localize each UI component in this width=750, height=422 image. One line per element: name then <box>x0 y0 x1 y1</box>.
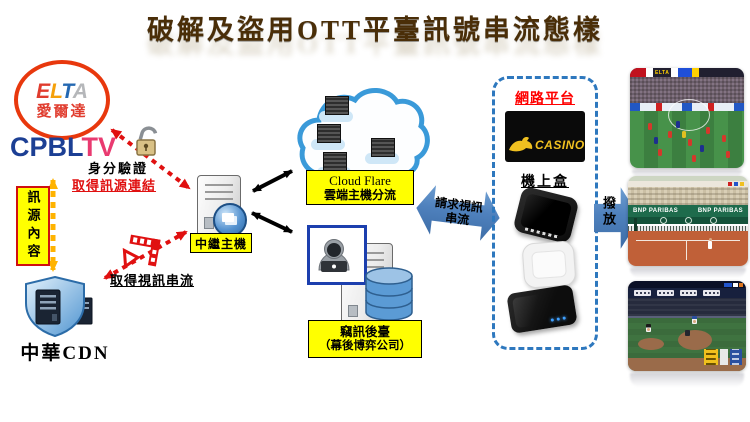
open-padlock-icon <box>132 124 162 160</box>
request-stream-arrow: 請求視訊 串流 <box>413 181 503 245</box>
cloud-server-icon <box>365 138 399 164</box>
set-top-box-label: 機上盒 <box>521 175 569 190</box>
soccer-reflection <box>632 170 742 177</box>
source-content-label: 訊源內容 <box>25 190 41 262</box>
elta-wordmark: ELTA <box>36 80 88 103</box>
baseball-ad-banner <box>628 288 746 298</box>
network-platform-label: 網路平台 <box>515 92 575 107</box>
relay-backend-arrow <box>251 211 293 234</box>
baseball-reflection <box>630 373 744 387</box>
tennis-clay-court <box>628 231 748 266</box>
cloud-server-icon <box>319 96 353 122</box>
relay-disk-badge-icon <box>213 203 247 237</box>
casino-banner: CASINO <box>505 111 585 162</box>
set-top-box-white-icon <box>521 240 577 289</box>
backend-label: 竊訊後臺 （幕後博弈公司） <box>308 320 422 358</box>
cpbl-tv-logo: CPBLTV <box>10 132 117 162</box>
soccer-watermark: ELTA <box>655 69 670 76</box>
soccer-scorebar: ELTA <box>630 68 744 77</box>
cloud-server-icon <box>311 124 345 150</box>
tennis-wall <box>628 176 748 181</box>
request-stream-label: 請求視訊 串流 <box>434 195 484 228</box>
database-icon <box>364 266 414 322</box>
baseball-screenshot <box>628 281 746 371</box>
baseball-field <box>628 316 746 371</box>
tennis-player <box>708 238 712 249</box>
video-stream-icon <box>122 234 164 272</box>
network-platform-box: 網路平台 CASINO 機上盒 <box>492 76 598 350</box>
tennis-reflection <box>630 268 746 278</box>
relay-cloud-arrow <box>252 169 293 193</box>
set-top-box-black-icon <box>512 185 580 245</box>
soccer-crowd <box>630 77 744 103</box>
tennis-crowd <box>628 187 748 205</box>
auth-label: 身分驗證 <box>88 161 149 176</box>
cdn-shield-icon <box>24 276 98 338</box>
tennis-sponsor-band: BNP PARIBAS BNP PARIBAS <box>628 205 748 217</box>
cloudflare-label: Cloud Flare 雲端主機分流 <box>306 170 414 205</box>
tennis-screenshot: BNP PARIBAS BNP PARIBAS <box>628 176 748 266</box>
elta-chinese-name: 愛爾達 <box>36 103 88 120</box>
page-title: 破解及盜用OTT平臺訊號串流態樣 <box>146 15 604 45</box>
casino-label: CASINO <box>535 138 585 152</box>
tennis-top-banner <box>628 181 748 187</box>
cdn-label: 中華CDN <box>20 343 110 364</box>
set-top-box-led-icon <box>506 284 578 334</box>
relay-host-label: 中繼主機 <box>190 233 252 253</box>
get-video-stream-label: 取得視訊串流 <box>110 273 195 288</box>
panther-icon <box>509 137 533 152</box>
baseball-stands <box>628 298 746 318</box>
hacker-icon <box>307 225 367 285</box>
baseball-top-bar <box>628 281 746 288</box>
play-label: 撥放 <box>601 196 616 228</box>
soccer-screenshot: ELTA <box>630 68 744 168</box>
soccer-pitch <box>630 99 744 168</box>
source-content-box: 訊源內容 <box>16 186 50 266</box>
tennis-net-post <box>634 218 637 231</box>
elta-logo: ELTA 愛爾達 <box>14 60 110 140</box>
tennis-lower-band <box>628 217 748 224</box>
get-source-link-label: 取得訊源連結 <box>72 178 157 193</box>
tennis-net <box>628 224 748 231</box>
baseball-scorebug <box>704 349 742 365</box>
